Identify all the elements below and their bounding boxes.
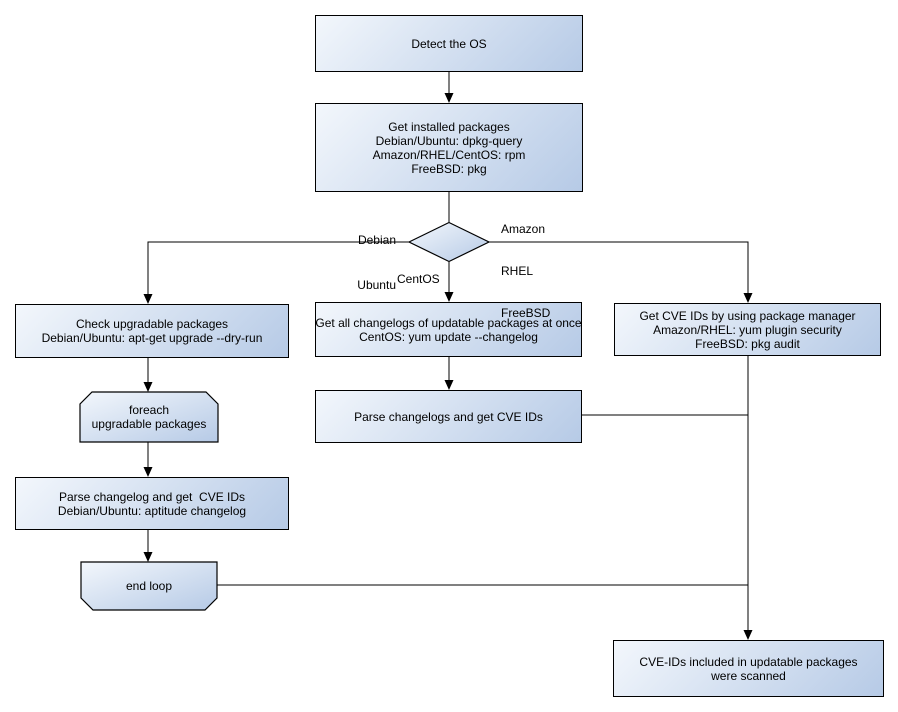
arrowhead <box>143 382 153 392</box>
node-text: Get installed packages <box>388 119 510 134</box>
node-get-cve-ids-package-manager: Get CVE IDs by using package manager Ama… <box>614 303 881 356</box>
edge-label-line: Amazon <box>501 222 546 236</box>
edge-label-line: Debian <box>357 233 396 247</box>
node-text: Check upgradable packages <box>75 317 229 331</box>
edge-label-centos: CentOS <box>397 272 440 286</box>
arrowhead <box>444 380 454 390</box>
edge-label-line: Ubuntu <box>357 278 396 292</box>
node-text: Amazon/RHEL/CentOS: rpm <box>372 147 526 162</box>
arrowhead <box>444 292 454 302</box>
node-text: upgradable packages <box>91 417 207 431</box>
edge-label-line: FreeBSD <box>501 306 551 320</box>
node-text: end loop <box>125 579 173 593</box>
connector-decision-to-get-cve <box>489 241 749 294</box>
node-check-upgradable-packages: Check upgradable packages Debian/Ubuntu:… <box>15 304 289 358</box>
arrowhead <box>444 93 454 103</box>
node-text: foreach <box>128 403 170 417</box>
arrowhead <box>143 467 153 477</box>
node-text: Amazon/RHEL: yum plugin security <box>653 322 842 337</box>
edge-label-debian-ubuntu: Debian Ubuntu <box>322 203 396 323</box>
node-scan-result: CVE-IDs included in updatable packages w… <box>613 640 884 697</box>
arrowhead <box>743 293 753 303</box>
node-text: Parse changelogs and get CVE IDs <box>354 409 543 424</box>
node-parse-changelogs-centos: Parse changelogs and get CVE IDs <box>315 390 582 443</box>
node-text: Get all changelogs of updatable packages… <box>315 315 582 330</box>
edge-label-line: RHEL <box>501 264 534 278</box>
node-text: Debian/Ubuntu: dpkg-query <box>375 133 523 148</box>
node-get-all-changelogs-centos: Get all changelogs of updatable packages… <box>315 302 582 357</box>
end-loop-shape <box>80 561 218 611</box>
node-detect-os: Detect the OS <box>315 15 583 72</box>
node-text: CVE-IDs included in updatable packages <box>639 654 858 669</box>
node-text: FreeBSD: pkg audit <box>695 336 800 351</box>
node-text: Detect the OS <box>411 36 487 51</box>
arrowhead <box>743 630 753 640</box>
node-text: Debian/Ubuntu: apt-get upgrade --dry-run <box>41 331 263 345</box>
node-text: Get CVE IDs by using package manager <box>639 308 856 323</box>
node-text: CentOS: yum update --changelog <box>359 329 538 344</box>
node-end-loop: end loop <box>81 562 217 610</box>
node-get-installed-packages: Get installed packages Debian/Ubuntu: dp… <box>315 103 583 192</box>
arrowhead <box>143 552 153 562</box>
connector-decision-to-check-upgradable <box>147 241 409 295</box>
node-text: were scanned <box>711 668 786 683</box>
node-foreach-loop: foreach upgradable packages <box>80 392 218 442</box>
edge-label-amazon-rhel-freebsd: Amazon RHEL FreeBSD <box>501 194 591 348</box>
node-text: FreeBSD: pkg <box>411 161 487 176</box>
node-text: Debian/Ubuntu: aptitude changelog <box>57 503 247 518</box>
os-decision-diamond <box>407 221 491 263</box>
node-text: Parse changelog and get CVE IDs <box>58 489 246 504</box>
node-parse-changelog-debian: Parse changelog and get CVE IDs Debian/U… <box>15 477 289 530</box>
foreach-loop-shape <box>79 391 219 443</box>
arrowhead <box>143 294 153 304</box>
